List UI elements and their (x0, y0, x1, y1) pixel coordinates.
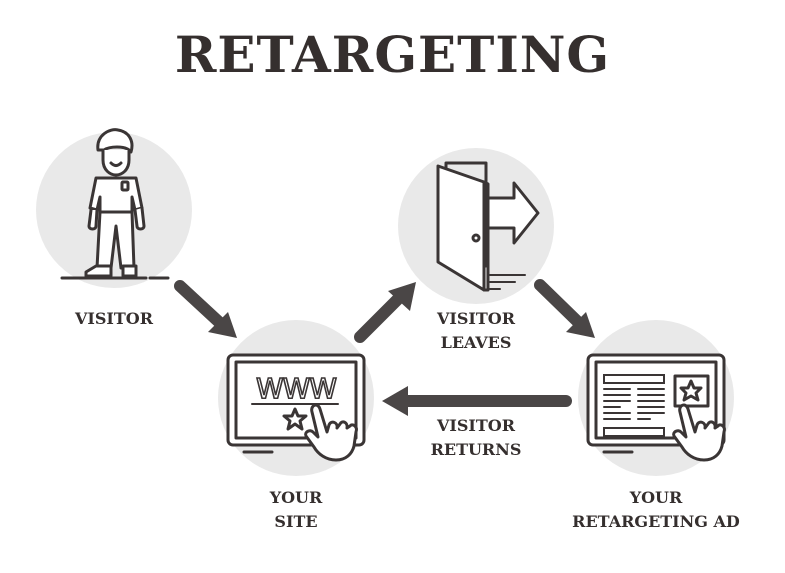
arrow-site-to-leaves (354, 282, 416, 343)
visitor-leaves-label: VISITOR LEAVES (426, 307, 526, 355)
website-touch-icon: WWW (226, 353, 366, 462)
visitor-label-line1: VISITOR (74, 309, 154, 328)
visitor-leaves-label-line2: LEAVES (440, 333, 512, 352)
www-text: WWW (256, 372, 336, 405)
retargeting-ad-label: YOUR RETARGETING AD (556, 486, 756, 534)
arrow-leaves-to-ad (534, 279, 595, 338)
arrow-visitor-to-site (174, 280, 237, 338)
retargeting-ad-label-line2: RETARGETING AD (572, 512, 740, 531)
open-door-exit-icon (436, 161, 540, 292)
your-site-label: YOUR SITE (246, 486, 346, 534)
your-site-label-line2: SITE (274, 512, 318, 531)
arrow-ad-to-site (382, 386, 572, 416)
visitor-leaves-label-line1: VISITOR (436, 309, 516, 328)
visitor-returns-label-line2: RETURNS (430, 440, 522, 459)
visitor-returns-label-line1: VISITOR (436, 416, 516, 435)
visitor-label: VISITOR (64, 307, 164, 331)
visitor-returns-label: VISITOR RETURNS (416, 414, 536, 462)
retargeting-ad-label-line1: YOUR (629, 488, 683, 507)
person-icon (60, 128, 170, 280)
ad-touch-icon (586, 353, 726, 462)
diagram-title: RETARGETING (174, 25, 611, 84)
your-site-label-line1: YOUR (269, 488, 323, 507)
